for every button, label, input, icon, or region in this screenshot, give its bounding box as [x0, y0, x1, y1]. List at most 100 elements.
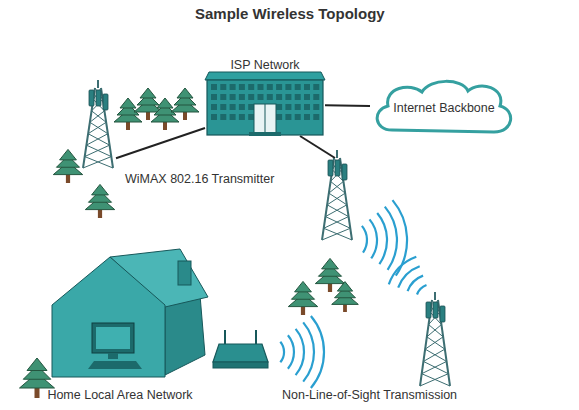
rect-part: [239, 104, 245, 110]
rect-part: [254, 104, 276, 135]
rect-part: [304, 94, 310, 100]
rect-part: [98, 210, 102, 218]
rect-part: [295, 114, 301, 120]
rect-part: [313, 94, 319, 100]
line-part: [438, 300, 450, 386]
rect-part: [433, 302, 438, 318]
path-part: [303, 322, 314, 381]
rect-part: [285, 104, 291, 110]
g-part: [83, 80, 113, 168]
g-part: [114, 98, 142, 130]
rect-part: [328, 160, 333, 176]
rect-part: [239, 114, 245, 120]
polygon-part: [120, 98, 136, 108]
path-part: [280, 342, 284, 363]
g-part: [332, 282, 359, 312]
polygon-part: [27, 358, 47, 371]
path-part: [311, 316, 324, 388]
g-part: [322, 150, 352, 240]
line-part: [423, 361, 448, 373]
g-part: [151, 98, 179, 130]
link-line: [116, 128, 205, 158]
line-part: [265, 104, 266, 135]
rect-part: [267, 94, 273, 100]
node-label: Internet Backbone: [393, 101, 494, 116]
rect-part: [183, 112, 187, 120]
building-node: ISP Network: [205, 58, 325, 138]
rect-part: [230, 84, 236, 90]
node-label: Home Local Area Network: [30, 388, 210, 403]
polygon-part: [165, 295, 205, 375]
rect-part: [239, 94, 245, 100]
line-part: [427, 337, 445, 349]
path-part: [377, 213, 387, 264]
rect-part: [66, 175, 70, 183]
line-part: [336, 150, 338, 158]
polygon-part: [52, 257, 165, 377]
line-part: [85, 157, 113, 168]
rect-part: [343, 304, 347, 312]
polygon-part: [337, 282, 352, 292]
rect-part: [258, 94, 264, 100]
rect-part: [248, 114, 254, 120]
line-part: [427, 325, 442, 337]
rect-part: [304, 114, 310, 120]
rect-part: [126, 122, 130, 130]
g-part: [171, 88, 199, 120]
rect-part: [220, 114, 226, 120]
rect-part: [220, 94, 226, 100]
rect-part: [239, 84, 245, 90]
rect-part: [276, 104, 282, 110]
path-part: [389, 257, 417, 285]
path-part: [377, 81, 511, 132]
rect-part: [267, 84, 273, 90]
line-part: [327, 193, 345, 205]
rect-part: [249, 132, 281, 136]
rect-part: [248, 84, 254, 90]
path-part: [288, 335, 294, 368]
polygon-part: [157, 98, 173, 108]
rect-part: [92, 323, 134, 353]
line-part: [90, 122, 108, 133]
rect-part: [285, 94, 291, 100]
rect-part: [211, 114, 217, 120]
rect-part: [313, 84, 319, 90]
rect-part: [108, 353, 118, 359]
house-node: Home Local Area Network: [30, 245, 210, 405]
rect-part: [178, 261, 191, 285]
rect-part: [96, 327, 130, 349]
line-part: [429, 325, 444, 337]
rect-part: [301, 307, 305, 315]
line-part: [325, 217, 350, 229]
line-part: [434, 292, 436, 300]
tower-shape: [80, 80, 116, 168]
line-part: [90, 111, 105, 122]
rect-part: [230, 94, 236, 100]
line-part: [324, 217, 349, 229]
rect-part: [96, 90, 101, 106]
rect-part: [230, 104, 236, 110]
cloud-node: Internet Backbone: [370, 76, 518, 136]
caption-label: Non-Line-of-Sight Transmission: [282, 388, 457, 403]
path-part: [398, 266, 420, 288]
line-part: [420, 300, 432, 386]
rect-part: [89, 90, 94, 106]
line-part: [85, 145, 110, 156]
line-part: [422, 374, 450, 386]
rect-part: [295, 84, 301, 90]
g-part: [85, 184, 114, 218]
rect-part: [146, 112, 150, 120]
line-part: [423, 349, 444, 361]
rect-part: [211, 84, 217, 90]
line-part: [88, 134, 109, 145]
g-part: [420, 292, 450, 386]
g-part: [53, 149, 82, 183]
line-part: [324, 228, 352, 240]
rect-part: [276, 114, 282, 120]
line-part: [325, 205, 346, 217]
path-part: [393, 200, 408, 276]
diagram-title: Sample Wireless Topology: [195, 5, 385, 22]
line-part: [224, 330, 226, 344]
rect-part: [248, 104, 254, 110]
path-part: [362, 226, 367, 253]
